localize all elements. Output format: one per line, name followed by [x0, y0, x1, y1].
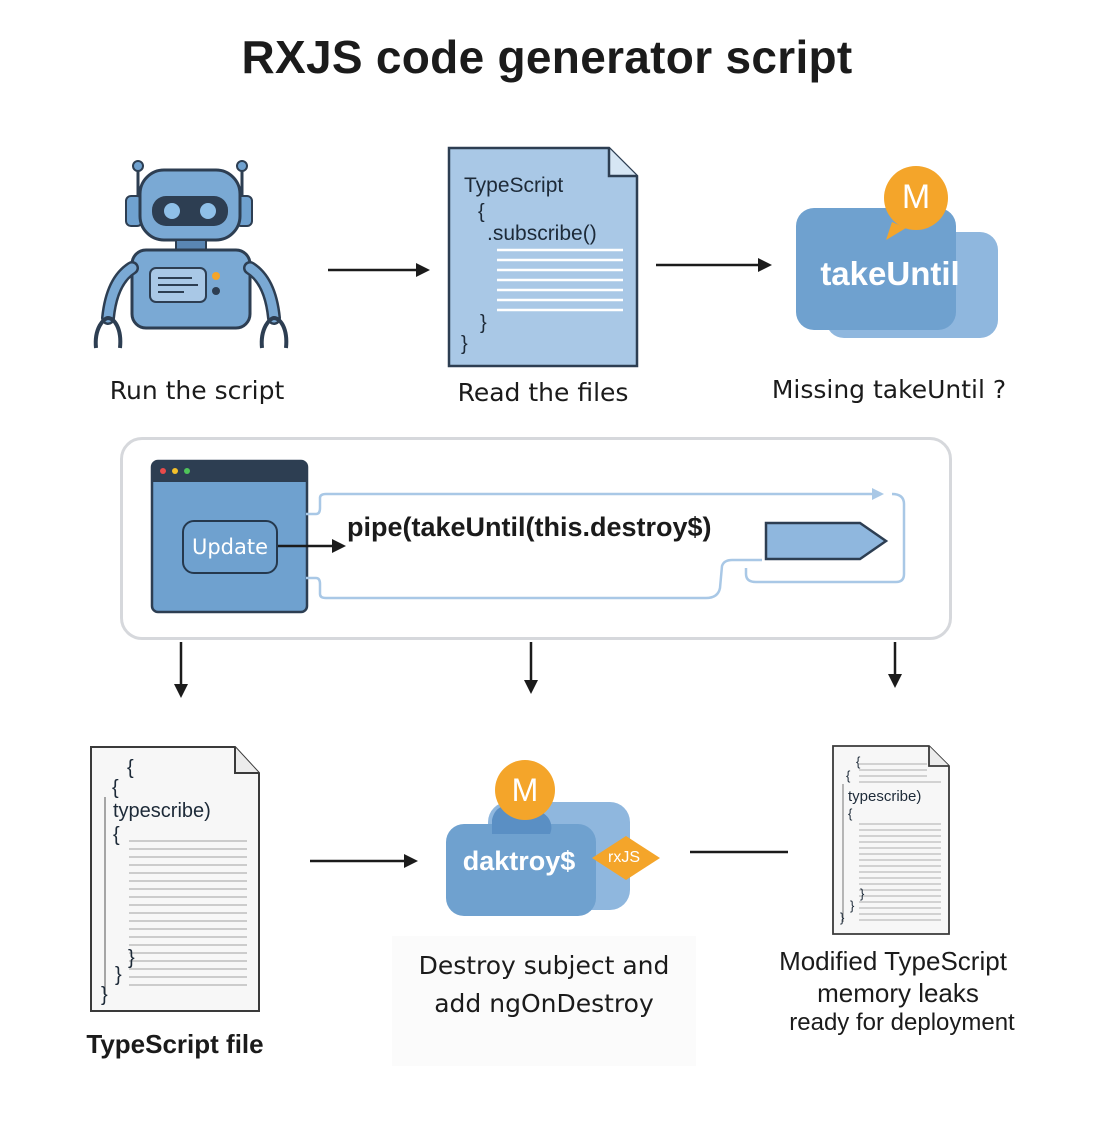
modified-line-7: } — [840, 910, 845, 925]
doc-line-typescript: TypeScript — [464, 174, 564, 197]
page-title: RXJS code generator script — [241, 31, 853, 83]
modified-label-line1: Modified TypeScript — [779, 946, 1007, 976]
m-badge: M — [511, 772, 539, 808]
file-line-4: { — [113, 824, 120, 846]
file-line-3: typescribe) — [113, 800, 211, 822]
modified-label-line2: memory leaks — [817, 978, 979, 1008]
document-icon — [447, 146, 639, 368]
step-read-label: Read the files — [457, 378, 629, 407]
arrow-down-icon — [174, 642, 188, 698]
modified-line-3: typescribe) — [848, 788, 922, 805]
step-missing-label: Missing takeUntil ? — [771, 375, 1007, 404]
doc-line-brace-open: { — [478, 201, 485, 223]
step-run-label: Run the script — [109, 376, 285, 405]
doc-line-subscribe: .subscribe() — [487, 222, 597, 245]
modified-line-6: } — [850, 898, 855, 913]
file-line-2: { — [112, 777, 119, 799]
update-button[interactable]: Update — [182, 520, 278, 574]
doc-line-brace-close: } — [480, 312, 487, 334]
typescript-file-label: TypeScript file — [86, 1029, 264, 1059]
arrow-right-icon — [278, 539, 346, 553]
modified-label-line3: ready for deployment — [789, 1009, 1015, 1036]
arrow-down-icon — [888, 642, 902, 688]
arrow-right-icon — [656, 258, 772, 272]
m-badge: M — [901, 178, 931, 216]
arrow-right-icon — [310, 854, 418, 868]
takeuntil-chip-label: takeUntil — [820, 255, 960, 292]
arrow-down-icon — [524, 642, 538, 694]
modified-line-4: { — [848, 806, 853, 821]
file-line-5: } — [128, 947, 135, 969]
destroy-chip-label: daktroy$ — [462, 846, 576, 876]
destroy-label-line1: Destroy subject and — [418, 951, 670, 980]
destroy-caption-box — [392, 936, 696, 1066]
file-line-1: { — [127, 757, 134, 779]
file-line-6: } — [115, 964, 122, 986]
pipe-code-text: pipe(takeUntil(this.destroy$) — [347, 512, 712, 542]
modified-line-1: { — [856, 754, 861, 769]
modified-line-2: { — [846, 768, 851, 783]
doc-line-brace-close-outer: } — [461, 333, 468, 355]
rxjs-tag: rxJS — [608, 849, 640, 866]
destroy-label-line2: add ngOnDestroy — [434, 989, 654, 1018]
robot-icon — [93, 160, 289, 349]
typescript-file-icon — [90, 746, 260, 1012]
arrow-right-icon — [328, 263, 430, 277]
file-line-7: } — [101, 984, 108, 1006]
output-arrow-icon — [764, 521, 889, 561]
takeuntil-chip-icon — [796, 166, 998, 338]
modified-file-icon — [832, 745, 950, 935]
connector-line — [690, 850, 788, 854]
flow-lines — [306, 488, 906, 600]
destroy-chip-icon — [446, 760, 660, 916]
modified-line-5: } — [860, 886, 865, 901]
